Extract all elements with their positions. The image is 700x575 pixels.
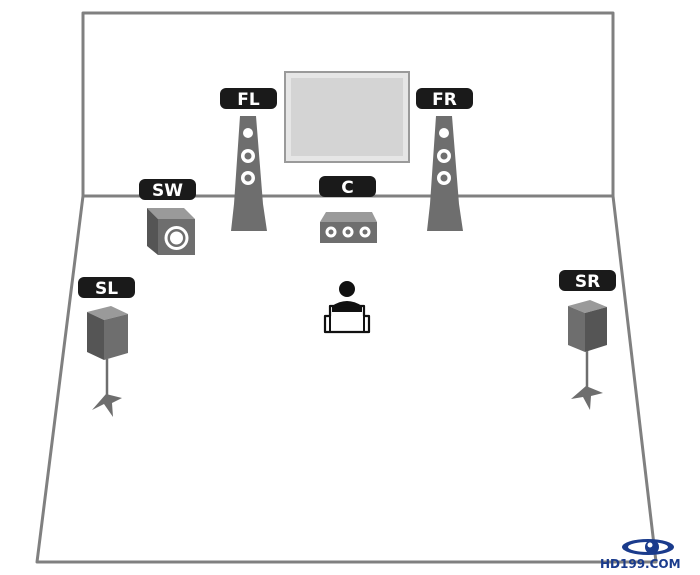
label-sr: SR	[559, 270, 616, 292]
tower-speaker-icon	[427, 116, 463, 231]
label-sl: SL	[78, 277, 135, 299]
subwoofer-icon	[147, 208, 195, 255]
speaker-sl: SL	[78, 277, 135, 417]
svg-text:SL: SL	[95, 279, 118, 299]
listener-chair-icon	[323, 281, 371, 334]
svg-text:SR: SR	[575, 272, 600, 292]
bookshelf-speaker-icon	[568, 300, 607, 410]
svg-text:FL: FL	[237, 90, 260, 110]
label-fr: FR	[416, 88, 473, 110]
svg-text:SW: SW	[152, 181, 183, 201]
tower-speaker-icon	[231, 116, 267, 231]
floor	[35, 194, 658, 564]
center-speaker-icon	[320, 212, 377, 243]
svg-text:C: C	[341, 178, 353, 198]
speaker-fl: FL	[220, 88, 277, 231]
speaker-fr: FR	[416, 88, 473, 231]
speaker-sr: SR	[559, 270, 616, 410]
eye-logo-icon	[622, 539, 674, 555]
label-c: C	[319, 176, 376, 198]
svg-text:FR: FR	[432, 90, 457, 110]
svg-text:HD199.COM: HD199.COM	[600, 557, 681, 571]
bookshelf-speaker-icon	[87, 306, 128, 417]
watermark: HD199.COM	[600, 539, 681, 571]
speaker-c: C	[319, 176, 377, 243]
speaker-sw: SW	[139, 179, 196, 255]
tv-icon	[284, 71, 410, 163]
label-fl: FL	[220, 88, 277, 110]
label-sw: SW	[139, 179, 196, 201]
